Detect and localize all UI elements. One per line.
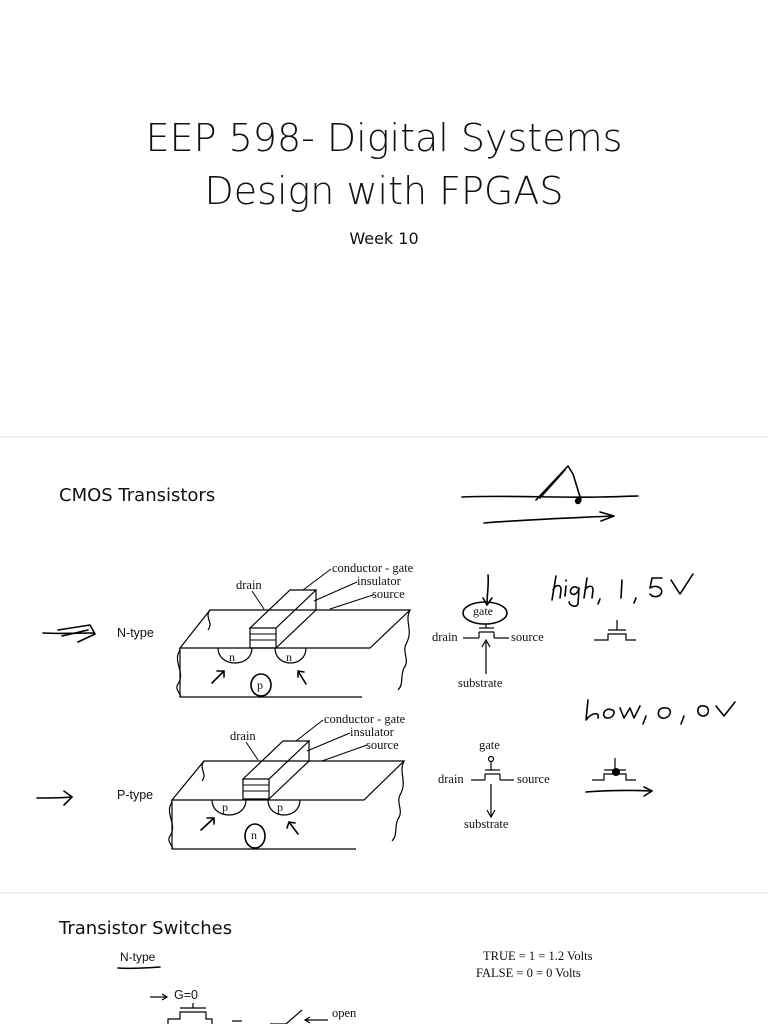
nsym-gate-label: gate — [473, 604, 493, 618]
slide-title: EEP 598- Digital Systems Design with FPG… — [0, 112, 768, 218]
ntype-source-label: source — [372, 587, 405, 601]
ntype-transistor-symbol — [462, 574, 509, 674]
nsym-drain-label: drain — [432, 630, 458, 644]
ntype-region-left: n — [229, 650, 235, 664]
gate-zero-label: G=0 — [174, 988, 198, 1002]
switch-heading: Transistor Switches — [59, 918, 233, 939]
ptype-insulator-label: insulator — [350, 725, 394, 739]
false-definition: FALSE = 0 = 0 Volts — [476, 966, 581, 980]
psym-substrate-label: substrate — [464, 817, 509, 831]
switch-symbol-low — [585, 758, 653, 797]
nsym-source-label: source — [511, 630, 544, 644]
ptype-drain-label: drain — [230, 729, 256, 743]
psym-gate-label: gate — [479, 738, 500, 752]
ntype-underline — [117, 966, 161, 970]
slide-subtitle: Week 10 — [349, 229, 419, 248]
open-label: open — [332, 1006, 357, 1020]
switch-symbol-high — [594, 620, 636, 641]
handwritten-low-note — [585, 699, 736, 725]
slide-title-line-2: Design with FPGAS — [204, 169, 564, 213]
ntype-gate-label: conductor - gate — [332, 561, 414, 575]
ntype-drain-label: drain — [236, 578, 262, 592]
ntype-region-right: n — [286, 650, 292, 664]
ntype-side-label: N-type — [117, 626, 154, 640]
ntype-mosfet-diagram — [176, 568, 412, 698]
hand-arrow-ntype — [42, 624, 96, 643]
handwritten-switch-sketch — [461, 465, 639, 524]
switch-symbol-bottom — [167, 1003, 242, 1024]
ptype-region-left: p — [222, 800, 228, 814]
ptype-body-label: n — [251, 828, 257, 842]
handwritten-high-note — [551, 573, 694, 607]
true-definition: TRUE = 1 = 1.2 Volts — [483, 949, 593, 963]
ptype-region-right: p — [277, 800, 283, 814]
ptype-source-label: source — [366, 738, 399, 752]
open-switch-sketch — [270, 1009, 328, 1024]
ntype-insulator-label: insulator — [357, 574, 401, 588]
slide-title-line-1: EEP 598- Digital Systems — [145, 116, 623, 160]
psym-drain-label: drain — [438, 772, 464, 786]
switch-ntype-label: N-type — [120, 950, 156, 964]
ptype-gate-label: conductor - gate — [324, 712, 406, 726]
gate-zero-arrow — [150, 993, 169, 1001]
hand-arrow-ptype — [36, 790, 73, 806]
ptype-side-label: P-type — [117, 788, 154, 802]
nsym-substrate-label: substrate — [458, 676, 503, 690]
ptype-mosfet-diagram — [168, 719, 406, 850]
ntype-body-label: p — [257, 678, 263, 692]
psym-source-label: source — [517, 772, 550, 786]
ptype-transistor-symbol — [471, 755, 514, 819]
cmos-heading: CMOS Transistors — [59, 485, 216, 506]
